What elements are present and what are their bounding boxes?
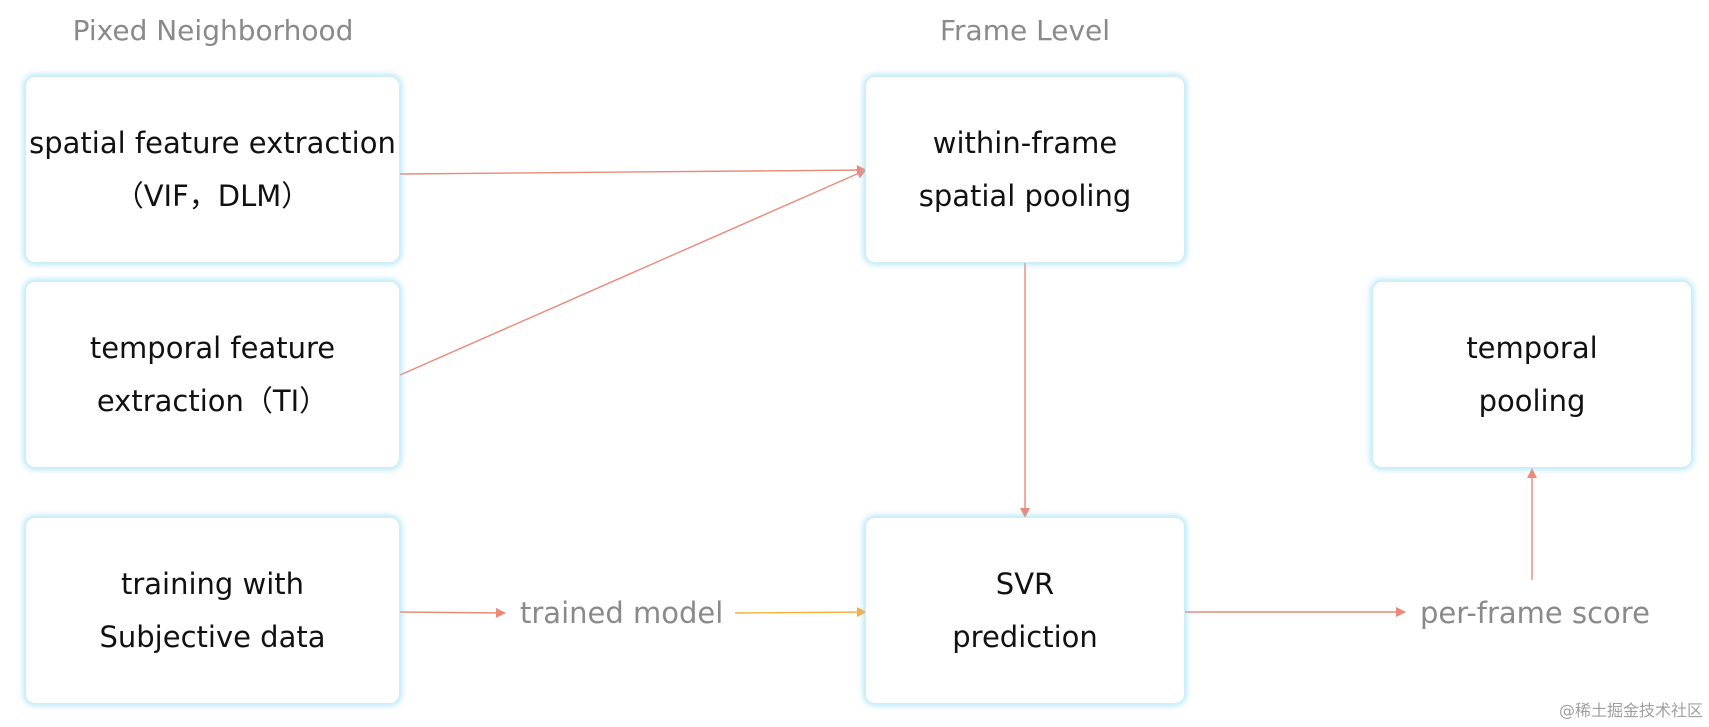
arrow-temporal-to-pooling	[399, 169, 867, 376]
temporal-feature-extraction-line1: temporal feature	[89, 330, 336, 365]
within-frame-pooling-line1: within-frame	[932, 125, 1118, 160]
training-box: training with Subjective data	[25, 517, 400, 704]
training-line2: Subjective data	[99, 619, 326, 654]
temporal-pooling-line1: temporal	[1466, 330, 1598, 365]
watermark: @稀土掘金技术社区	[1558, 701, 1703, 720]
spatial-feature-extraction-line2: （VIF，DLM）	[114, 178, 311, 213]
spatial-feature-extraction-box: spatial feature extraction （VIF，DLM）	[25, 76, 400, 263]
trained-model-label: trained model	[520, 596, 724, 630]
arrow-spatial-to-pooling	[399, 165, 867, 176]
within-frame-pooling-line2: spatial pooling	[918, 178, 1132, 213]
temporal-feature-extraction-line2: extraction（TI）	[96, 383, 329, 418]
arrow-model-to-svr	[734, 607, 867, 618]
temporal-feature-extraction-box: temporal feature extraction（TI）	[25, 281, 400, 468]
spatial-feature-extraction-line1: spatial feature extraction	[29, 125, 396, 160]
per-frame-score-label: per-frame score	[1420, 596, 1650, 630]
arrow-training-to-model	[399, 607, 506, 618]
section-title-frame-level: Frame Level	[939, 14, 1111, 47]
section-title-pixel-neighborhood: Pixed Neighborhood	[72, 14, 354, 47]
training-line1: training with	[120, 566, 305, 601]
within-frame-pooling-box: within-frame spatial pooling	[865, 76, 1185, 263]
svr-prediction-box: SVR prediction	[865, 517, 1185, 704]
svr-prediction-line1: SVR	[995, 566, 1055, 601]
svr-prediction-line2: prediction	[952, 619, 1098, 654]
temporal-pooling-box: temporal pooling	[1372, 281, 1692, 468]
temporal-pooling-line2: pooling	[1478, 383, 1586, 418]
